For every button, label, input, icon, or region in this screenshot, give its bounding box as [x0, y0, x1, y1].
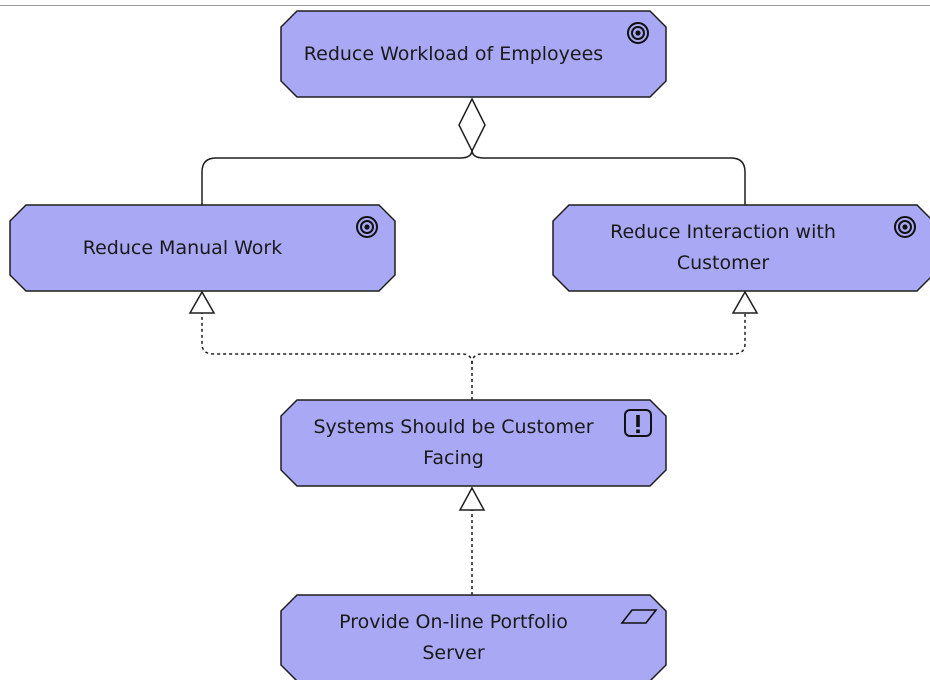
realization-arrowhead-icon: [731, 290, 759, 314]
canvas-top-border: [0, 5, 930, 6]
nodes-layer: [9, 10, 930, 680]
realization-edge-to-interaction[interactable]: [471, 313, 746, 365]
goal-target-icon: [894, 216, 916, 238]
node-label: Systems Should be Customer Facing: [313, 416, 594, 469]
exclamation-icon: [624, 409, 652, 437]
edges-layer: [188, 97, 759, 595]
node-shape-systems-customer-facing[interactable]: [280, 399, 667, 487]
node-reduce-manual-work[interactable]: Reduce Manual Work: [10, 205, 355, 291]
node-reduce-workload[interactable]: Reduce Workload of Employees: [281, 11, 626, 97]
realization-arrowhead-icon: [188, 290, 216, 314]
node-systems-customer-facing[interactable]: Systems Should be Customer Facing: [281, 400, 626, 486]
parallelogram-icon: [620, 609, 658, 624]
icons-layer: [356, 22, 916, 624]
node-label: Provide On-line Portfolio Server: [339, 611, 568, 664]
goal-target-icon: [627, 22, 649, 44]
aggregation-diamond-icon: [458, 97, 486, 153]
goal-target-icon: [356, 216, 378, 238]
node-shape-reduce-workload[interactable]: [280, 10, 667, 98]
aggregation-edge-left[interactable]: [201, 149, 473, 205]
node-label: Reduce Workload of Employees: [303, 42, 604, 65]
node-shape-reduce-interaction[interactable]: [552, 204, 930, 292]
node-shape-reduce-manual-work[interactable]: [9, 204, 396, 292]
node-online-portfolio-server[interactable]: Provide On-line Portfolio Server: [281, 595, 626, 681]
realization-arrowhead-icon: [458, 486, 486, 511]
node-shape-online-portfolio-server[interactable]: [280, 594, 667, 680]
node-reduce-interaction[interactable]: Reduce Interaction with Customer: [553, 205, 893, 291]
node-label: Reduce Interaction with Customer: [610, 221, 836, 274]
node-label: Reduce Manual Work: [82, 236, 283, 259]
aggregation-edge-right[interactable]: [471, 149, 746, 205]
realization-edge-to-manual-work[interactable]: [201, 313, 473, 400]
